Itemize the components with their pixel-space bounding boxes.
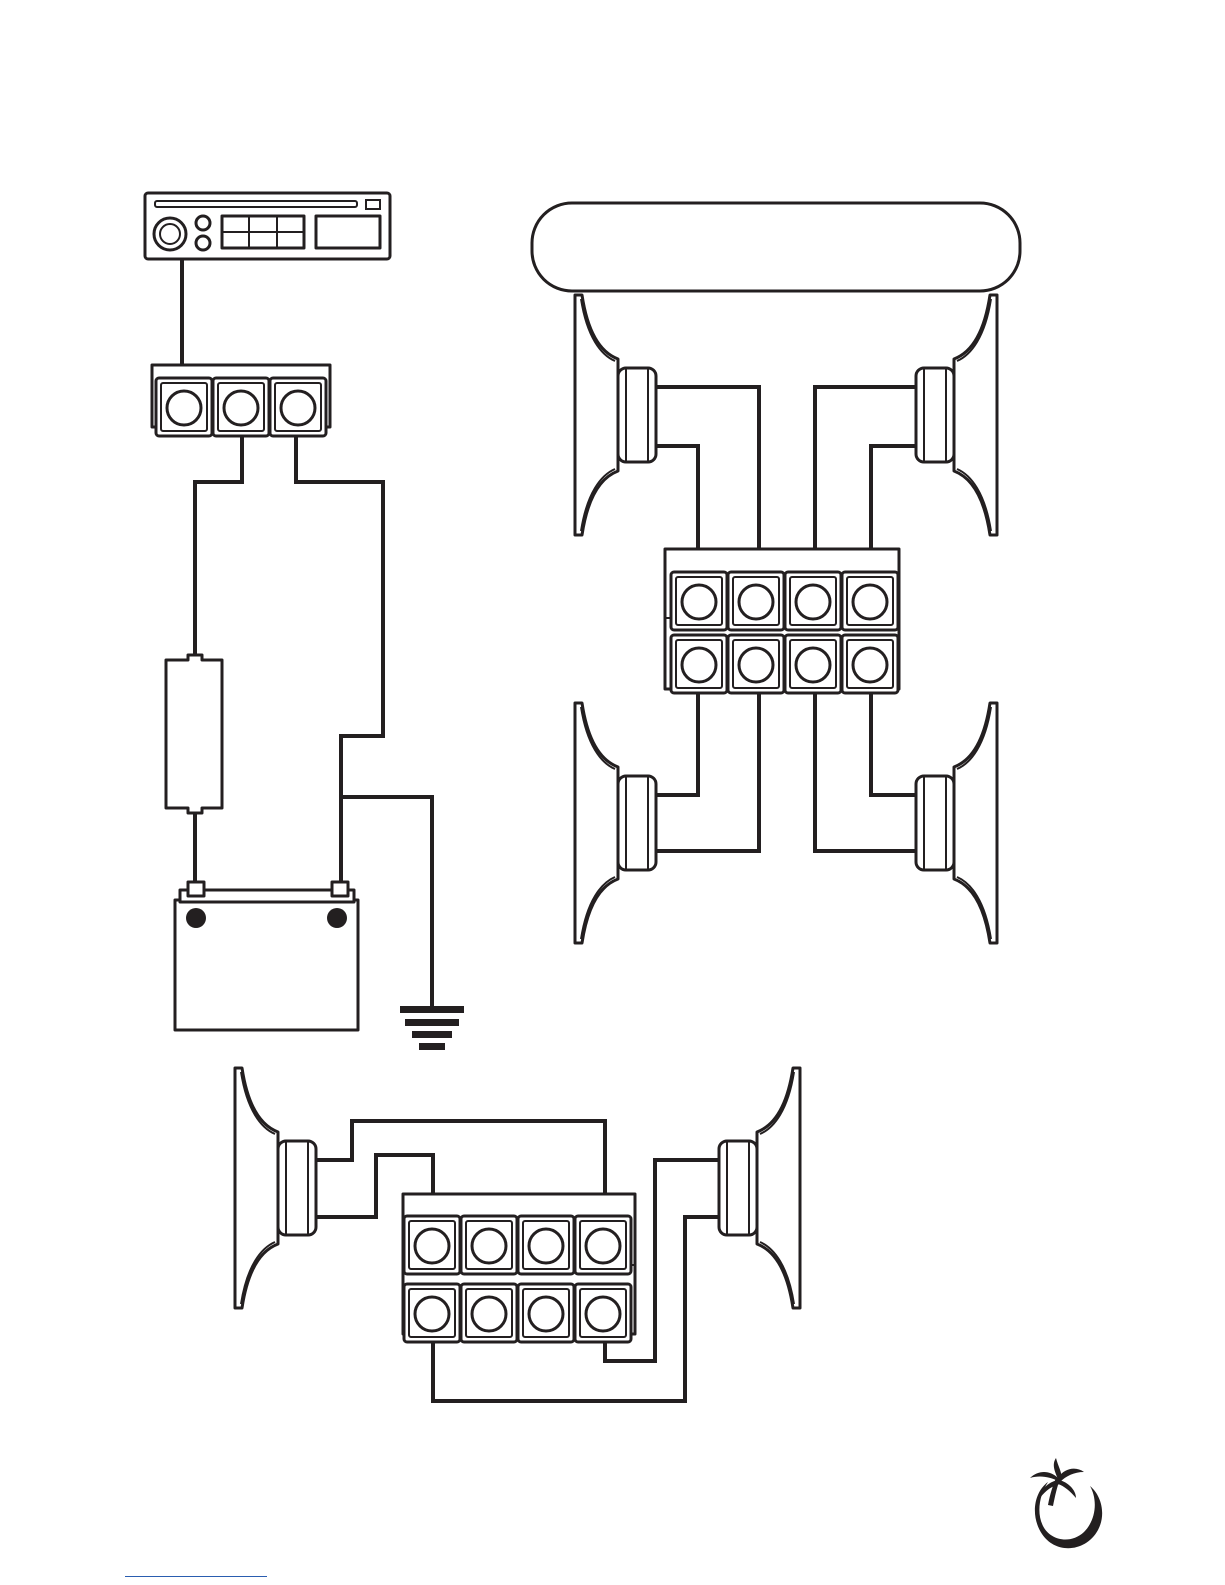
head-unit (145, 193, 390, 259)
amplifier-8-terminal-four-speaker (665, 549, 899, 693)
battery-terminal-negative (327, 908, 347, 928)
palm-tree-logo-icon (1030, 1458, 1102, 1548)
volume-knob-icon (154, 218, 186, 250)
battery-terminal-positive (186, 908, 206, 928)
battery (175, 882, 358, 1030)
amplifier-8-terminal-bridged (403, 1194, 635, 1342)
inline-fuse (166, 655, 222, 813)
amplifier-3-terminal (152, 365, 330, 436)
speaker-rear-left (575, 703, 656, 943)
speaker-rear-right (916, 703, 997, 943)
label-box (532, 203, 1020, 291)
speaker-front-left (575, 295, 656, 535)
ground-icon (400, 1006, 464, 1050)
speaker-bridged-right (719, 1068, 800, 1308)
speaker-bridged-left (235, 1068, 316, 1308)
link-underline (125, 1576, 267, 1577)
speaker-front-right (916, 295, 997, 535)
